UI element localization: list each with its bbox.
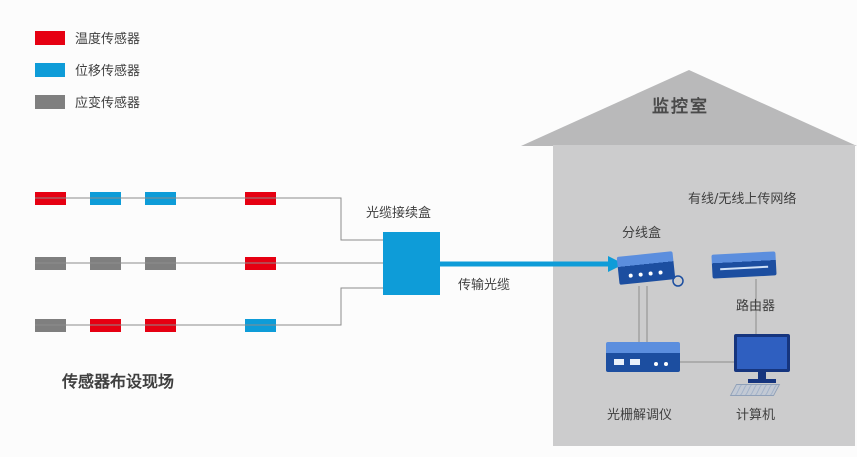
demodulator-label: 光栅解调仪 bbox=[607, 408, 673, 423]
port-dot bbox=[664, 362, 668, 366]
legend-item-displacement: 位移传感器 bbox=[35, 60, 140, 79]
sensor-blue bbox=[145, 192, 176, 205]
distribution-box-device bbox=[616, 251, 676, 285]
splice-box-label: 光缆接续盒 bbox=[366, 206, 432, 221]
sensor-gray bbox=[145, 257, 176, 270]
sensor-gray bbox=[90, 257, 121, 270]
legend-item-strain: 应变传感器 bbox=[35, 92, 140, 111]
demodulator-device bbox=[606, 342, 680, 372]
transmission-cable-label: 传输光缆 bbox=[458, 278, 511, 293]
legend-item-temperature: 温度传感器 bbox=[35, 28, 140, 47]
monitor-stand bbox=[758, 372, 766, 379]
port-dot bbox=[648, 271, 653, 276]
sensor-gray bbox=[35, 257, 66, 270]
port-dot bbox=[638, 272, 643, 277]
sensor-chain-line-3 bbox=[35, 287, 383, 326]
demod-display bbox=[630, 359, 640, 365]
computer-keyboard bbox=[729, 384, 781, 396]
upload-network-label: 有线/无线上传网络 bbox=[688, 192, 797, 207]
monitor-base bbox=[748, 379, 776, 383]
legend: 温度传感器 位移传感器 应变传感器 bbox=[35, 28, 140, 111]
temperature-sensor-swatch bbox=[35, 30, 65, 45]
port-dot bbox=[658, 270, 663, 275]
sensor-site-label: 传感器布设现场 bbox=[62, 372, 175, 391]
sensor-gray bbox=[35, 319, 66, 332]
sensor-red bbox=[90, 319, 121, 332]
sensor-chain-line-1 bbox=[35, 197, 383, 241]
splice-box bbox=[383, 232, 440, 295]
port-dot bbox=[654, 362, 658, 366]
legend-label: 位移传感器 bbox=[75, 64, 141, 79]
strain-sensor-swatch bbox=[35, 94, 65, 109]
distribution-box-label: 分线盒 bbox=[622, 226, 662, 241]
sensor-red bbox=[145, 319, 176, 332]
router-device bbox=[711, 251, 777, 279]
sensor-red bbox=[245, 192, 276, 205]
displacement-sensor-swatch bbox=[35, 62, 65, 77]
house-body bbox=[553, 145, 855, 446]
sensor-red bbox=[35, 192, 66, 205]
legend-label: 温度传感器 bbox=[75, 32, 141, 47]
monitor-room-label: 监控室 bbox=[652, 97, 709, 117]
port-dot bbox=[628, 273, 633, 278]
sensor-red bbox=[245, 257, 276, 270]
router-vent bbox=[720, 265, 769, 271]
computer-label: 计算机 bbox=[736, 408, 776, 423]
sensor-blue bbox=[245, 319, 276, 332]
house-roof bbox=[521, 70, 857, 146]
router-label: 路由器 bbox=[736, 299, 776, 314]
sensor-blue bbox=[90, 192, 121, 205]
demod-display bbox=[614, 359, 624, 365]
computer-monitor bbox=[734, 334, 790, 372]
legend-label: 应变传感器 bbox=[75, 96, 141, 111]
